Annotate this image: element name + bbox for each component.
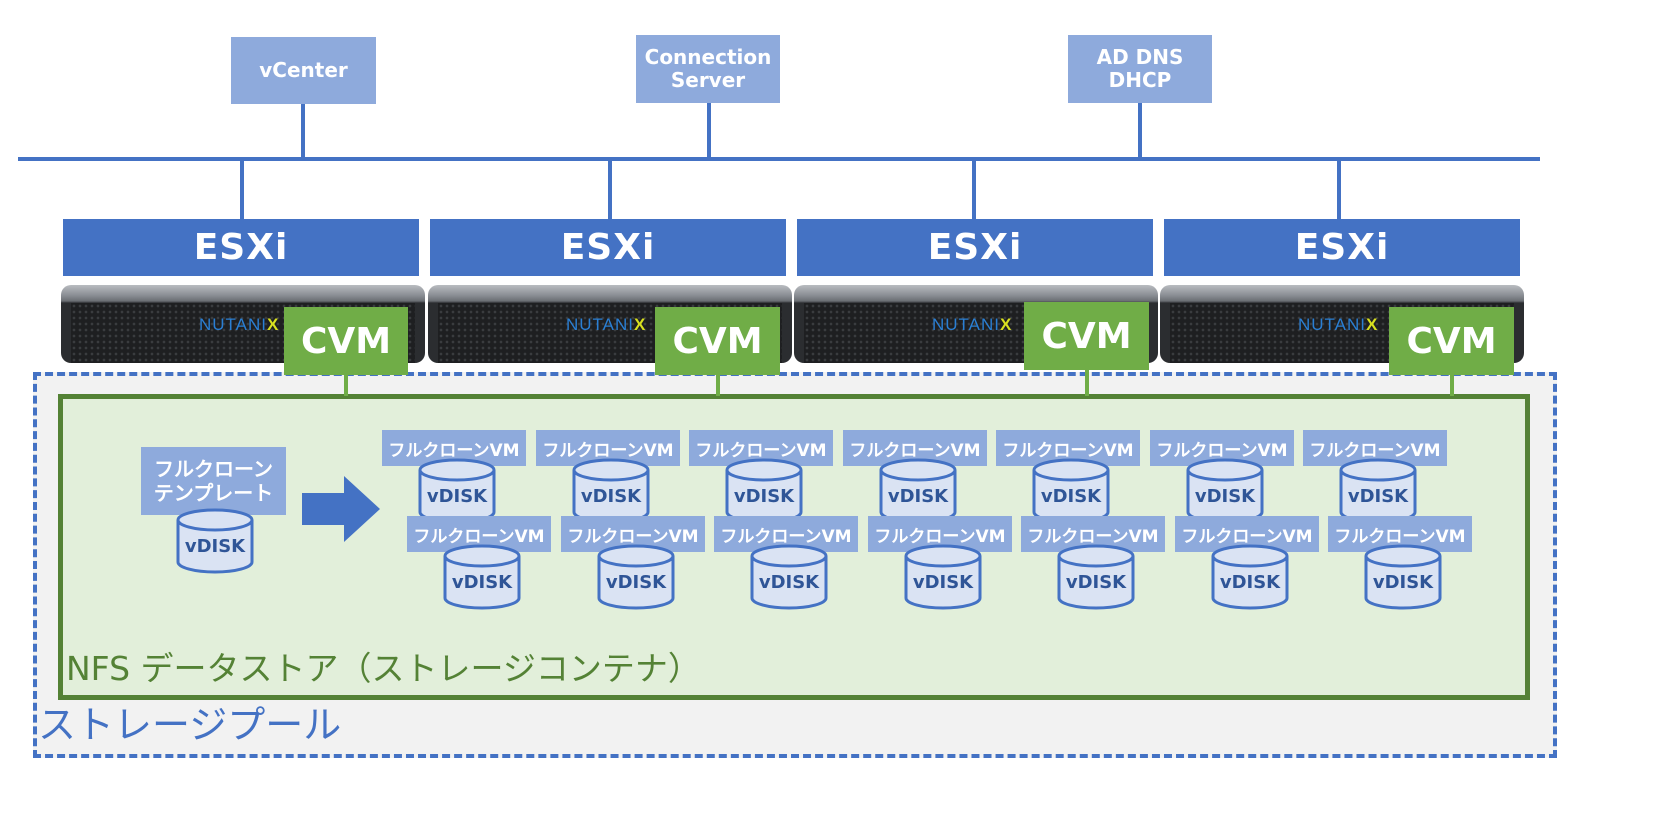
database-disk-icon: vDISK [1339,458,1417,524]
cvm-1: CVM [284,307,408,375]
cvm-4: CVM [1389,307,1514,375]
vdisk-label: vDISK [605,572,667,593]
database-disk-icon: vDISK [597,544,675,610]
nutanix-logo: NUTANIX [566,315,647,334]
cvm-link [344,375,348,396]
database-disk-icon: vDISK [1032,458,1110,524]
full-clone-vm-label: フルクローンVM [561,516,705,552]
template-vdisk: vDISK [176,508,254,574]
vdisk-label: vDISK [1065,572,1127,593]
vdisk-label: vDISK [733,486,795,507]
cvm-link [1450,375,1454,396]
nutanix-logo: NUTANIX [932,315,1013,334]
full-clone-vm-label: フルクローンVM [1303,430,1447,466]
service-link [301,104,305,159]
vdisk-label: vDISK [758,572,820,593]
database-disk-icon: vDISK [1211,544,1289,610]
nfs-datastore-label: NFS データストア（ストレージコンテナ） [66,649,701,688]
host-link [1337,159,1341,220]
service-link [707,103,711,159]
database-disk-icon: vDISK [443,544,521,610]
vdisk-label: vDISK [1347,486,1409,507]
database-disk-icon: vDISK [1186,458,1264,524]
vdisk-label: vDISK [451,572,513,593]
vdisk-label: vDISK [1194,486,1256,507]
host-link [972,159,976,220]
database-disk-icon: vDISK [572,458,650,524]
vdisk-label: vDISK [580,486,642,507]
host-link [608,159,612,220]
full-clone-vm-label: フルクローンVM [689,430,833,466]
database-disk-icon: vDISK [176,508,254,574]
storage-pool-label: ストレージプール [38,703,342,747]
esxi-host-1: ESXi [63,219,419,276]
service-link [1138,103,1142,159]
esxi-host-4: ESXi [1164,219,1520,276]
vdisk-label: vDISK [1372,572,1434,593]
esxi-host-2: ESXi [430,219,786,276]
vdisk-label: vDISK [1040,486,1102,507]
network-bus [18,157,1540,161]
full-clone-vm-label: フルクローンVM [382,430,526,466]
right-arrow-icon [302,476,380,542]
vdisk-label: vDISK [184,536,246,557]
cvm-2: CVM [655,307,780,375]
full-clone-vm-label: フルクローンVM [996,430,1140,466]
service-connection-server: Connection Server [636,35,780,103]
full-clone-vm-label: フルクローンVM [843,430,987,466]
vdisk-label: vDISK [426,486,488,507]
database-disk-icon: vDISK [904,544,982,610]
nutanix-logo: NUTANIX [199,315,280,334]
service-vcenter: vCenter [231,37,376,104]
service-ad-dns-dhcp: AD DNS DHCP [1068,35,1212,103]
host-link [240,159,244,220]
database-disk-icon: vDISK [418,458,496,524]
database-disk-icon: vDISK [750,544,828,610]
nutanix-logo: NUTANIX [1298,315,1379,334]
cvm-link [1085,370,1089,396]
template-label: フルクローン テンプレート [141,447,286,515]
database-disk-icon: vDISK [879,458,957,524]
vdisk-label: vDISK [912,572,974,593]
database-disk-icon: vDISK [725,458,803,524]
vdisk-label: vDISK [1219,572,1281,593]
full-clone-vm-label: フルクローンVM [714,516,858,552]
database-disk-icon: vDISK [1364,544,1442,610]
esxi-host-3: ESXi [797,219,1153,276]
cvm-3: CVM [1024,302,1149,370]
cvm-link [716,375,720,396]
vdisk-label: vDISK [887,486,949,507]
database-disk-icon: vDISK [1057,544,1135,610]
